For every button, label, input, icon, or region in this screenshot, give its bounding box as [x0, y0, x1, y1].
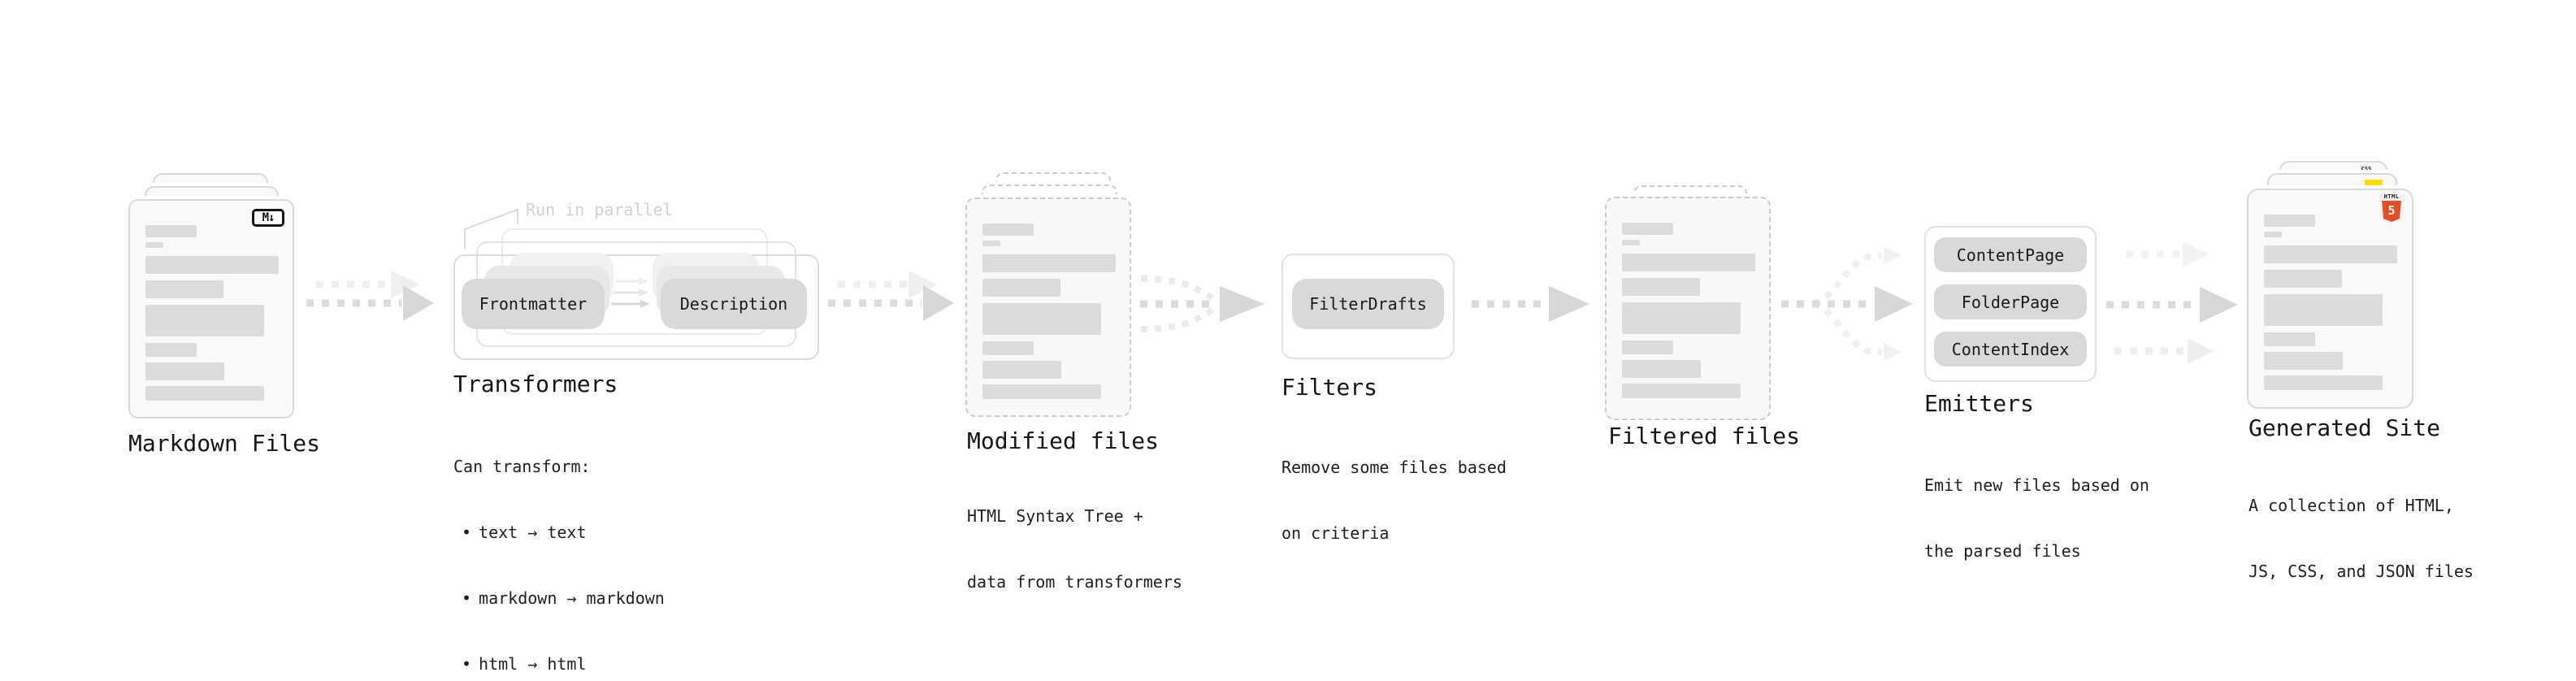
text-placeholder-bar: [982, 241, 1000, 246]
text-placeholder-bar: [145, 343, 197, 357]
filter-pill-filterdrafts: FilterDrafts: [1292, 279, 1444, 329]
emitters-title: Emitters: [1924, 390, 2034, 417]
markdown-icon-label: M↓: [262, 211, 275, 224]
text-placeholder-bar: [1622, 240, 1640, 245]
transformer-pill-description: Description: [661, 279, 807, 329]
text-placeholder-bar: [2264, 270, 2342, 288]
html5-icon-label: HTML: [2383, 193, 2400, 200]
text-placeholder-bar: [1622, 360, 1701, 378]
text-placeholder-bar: [982, 223, 1034, 236]
text-placeholder-bar: [145, 362, 224, 380]
text-placeholder-bar: [2264, 352, 2343, 370]
bullet-text: html → html: [479, 654, 587, 674]
arrow-filters-to-filtered: [1472, 286, 1589, 322]
text-placeholder-bar: [1622, 223, 1673, 235]
desc-line: JS, CSS, and JSON files: [2249, 562, 2474, 581]
text-placeholder-bar: [2264, 215, 2315, 227]
arrow-markdown-to-transformers: [306, 271, 434, 321]
bullet-icon: •: [462, 588, 472, 608]
pill-label: FolderPage: [1961, 292, 2060, 312]
filtered-files-title: Filtered files: [1608, 423, 1801, 449]
pill-label: Frontmatter: [479, 294, 588, 314]
transformer-container-front: [453, 254, 819, 360]
html5-icon-number: 5: [2387, 203, 2396, 218]
text-placeholder-bar: [2264, 332, 2315, 346]
pill-label: ContentPage: [1956, 245, 2065, 265]
filters-title: Filters: [1281, 374, 1378, 401]
arrow-filtered-to-emitters: [1781, 246, 1913, 361]
text-placeholder-bar: [145, 242, 163, 248]
markdown-icon: M↓: [252, 209, 284, 227]
filtered-file-card: [1605, 197, 1771, 420]
text-placeholder-bar: [2264, 294, 2383, 326]
modified-files-title: Modified files: [967, 427, 1160, 454]
markdown-files-title: Markdown Files: [128, 430, 321, 457]
desc-line: Emit new files based on: [1924, 475, 2149, 495]
text-placeholder-bar: [982, 303, 1101, 335]
text-placeholder-bar: [145, 256, 279, 274]
arrow-modified-to-filters: [1140, 275, 1264, 332]
transformer-pill-frontmatter: Frontmatter: [462, 279, 605, 329]
text-placeholder-bar: [1622, 340, 1673, 354]
run-in-parallel-bracket: [464, 208, 518, 249]
markdown-file-card-front: M↓: [128, 199, 294, 419]
transformer-flow-arrows: [611, 277, 650, 308]
emitter-pill-folderpage: FolderPage: [1934, 284, 2087, 319]
text-placeholder-bar: [145, 225, 197, 237]
bullet-text: text → text: [479, 523, 587, 542]
arrow-transformers-to-modified: [828, 271, 954, 321]
text-placeholder-bar: [1622, 254, 1755, 271]
modified-file-card: [965, 197, 1131, 417]
generated-site-title: Generated Site: [2249, 414, 2441, 441]
text-placeholder-bar: [2264, 375, 2383, 390]
html5-icon-shield: 5: [2382, 201, 2401, 222]
transformers-bullet: • html → html: [453, 653, 665, 675]
pill-label: Description: [679, 294, 788, 314]
emitters-description: Emit new files based on the parsed files: [1924, 431, 2149, 606]
run-in-parallel-annotation: Run in parallel: [526, 200, 673, 219]
transformers-desc-heading: Can transform:: [453, 457, 591, 476]
text-placeholder-bar: [982, 361, 1061, 379]
bullet-icon: •: [462, 523, 472, 542]
text-placeholder-bar: [1622, 302, 1741, 334]
emitter-pill-contentindex: ContentIndex: [1934, 332, 2087, 367]
pill-label: ContentIndex: [1951, 339, 2070, 359]
pill-label: FilterDrafts: [1309, 294, 1427, 314]
text-placeholder-bar: [2264, 245, 2397, 263]
text-placeholder-bar: [2264, 232, 2282, 237]
desc-line: Remove some files based: [1281, 458, 1507, 477]
modified-files-description: HTML Syntax Tree + data from transformer…: [967, 462, 1182, 637]
desc-line: on criteria: [1281, 523, 1390, 543]
desc-line: HTML Syntax Tree +: [967, 506, 1143, 526]
html5-icon: HTML 5: [2381, 193, 2402, 222]
arrow-emitters-to-generated: [2106, 241, 2238, 364]
filters-description: Remove some files based on criteria: [1281, 413, 1507, 588]
text-placeholder-bar: [982, 384, 1101, 399]
emitter-pill-contentpage: ContentPage: [1934, 237, 2087, 272]
text-placeholder-bar: [982, 279, 1060, 297]
text-placeholder-bar: [145, 280, 223, 298]
transformers-title: Transformers: [453, 371, 618, 397]
text-placeholder-bar: [1622, 384, 1741, 398]
generated-file-card-html: HTML 5: [2247, 189, 2413, 409]
desc-line: data from transformers: [967, 572, 1182, 592]
generated-site-description: A collection of HTML, JS, CSS, and JSON …: [2249, 451, 2474, 627]
transformers-bullet: • markdown → markdown: [453, 588, 665, 609]
transformers-description: Can transform: • text → text • markdown → …: [453, 412, 665, 681]
desc-line: A collection of HTML,: [2249, 496, 2454, 515]
text-placeholder-bar: [145, 305, 264, 336]
text-placeholder-bar: [982, 254, 1116, 272]
bullet-icon: •: [462, 654, 472, 674]
bullet-text: markdown → markdown: [479, 588, 665, 608]
transformers-bullet: • text → text: [453, 522, 665, 544]
text-placeholder-bar: [1622, 278, 1700, 296]
text-placeholder-bar: [145, 386, 264, 401]
css-icon-label: CSS: [2361, 166, 2372, 172]
text-placeholder-bar: [982, 341, 1034, 355]
desc-line: the parsed files: [1924, 541, 2081, 561]
